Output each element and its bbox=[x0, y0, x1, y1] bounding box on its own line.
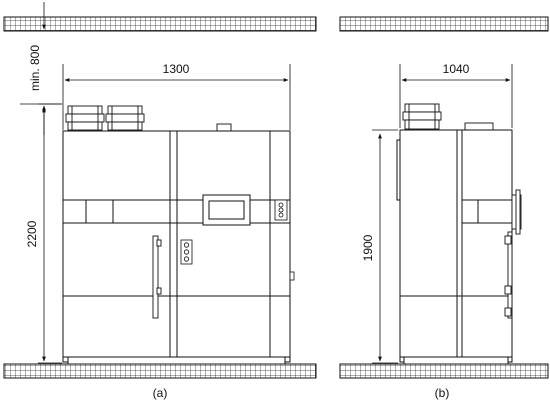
height-label-b: 1900 bbox=[361, 234, 375, 261]
ceiling-a bbox=[3, 16, 317, 32]
height-label-a: 2200 bbox=[25, 220, 39, 247]
fan-unit-side bbox=[402, 103, 442, 130]
panel-b: 1040 1900 bbox=[339, 16, 549, 400]
floor-b bbox=[339, 363, 549, 379]
cabinet-front bbox=[62, 130, 291, 365]
floor-a bbox=[3, 363, 317, 379]
width-dimension-b bbox=[399, 64, 513, 128]
door-buttons bbox=[180, 239, 193, 265]
fan-unit-left bbox=[65, 105, 105, 131]
cabinet-side bbox=[396, 129, 513, 365]
side-port-a bbox=[289, 271, 295, 281]
caption-a: (a) bbox=[153, 386, 168, 400]
clearance-label: min. 800 bbox=[28, 45, 42, 91]
top-connector-a bbox=[216, 123, 232, 132]
width-dimension-a bbox=[62, 64, 291, 130]
control-display bbox=[202, 194, 251, 226]
height-dimension-b bbox=[372, 129, 398, 364]
width-label-b: 1040 bbox=[443, 62, 470, 76]
panel-a: min. 800 1300 2200 bbox=[3, 2, 317, 400]
width-label-a: 1300 bbox=[163, 62, 190, 76]
top-connector-b bbox=[464, 122, 494, 131]
right-buttons bbox=[274, 199, 288, 221]
side-control-panel bbox=[511, 189, 522, 235]
fan-unit-right bbox=[105, 105, 145, 131]
door-handle-a bbox=[152, 235, 162, 319]
side-door-handle bbox=[504, 231, 513, 319]
height-dimension-a bbox=[38, 103, 62, 364]
ceiling-b bbox=[339, 16, 549, 32]
caption-b: (b) bbox=[435, 386, 450, 400]
